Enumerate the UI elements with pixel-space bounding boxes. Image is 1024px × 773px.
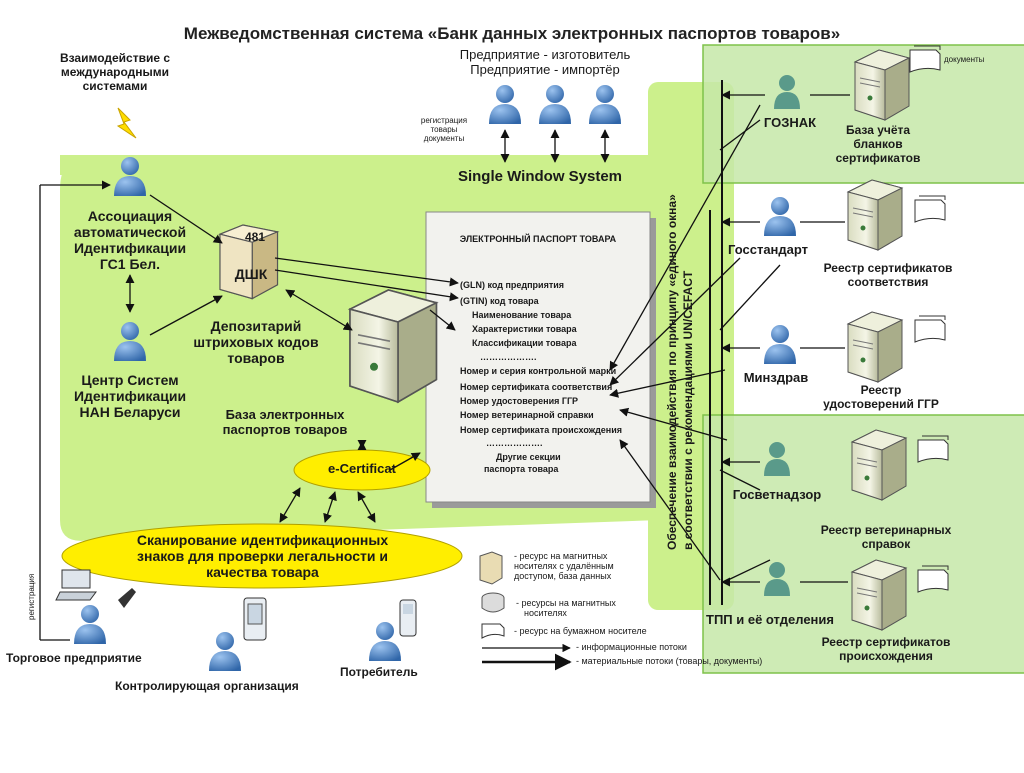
person-control-icon: [209, 632, 241, 671]
agency-goznak: ГОЗНАК: [763, 115, 817, 130]
gosstandart-paper-icon: [914, 195, 946, 223]
flow-arrows: [39, 90, 850, 641]
tpp-paper-icon: [917, 565, 949, 593]
gosvet-server-icon: [851, 429, 907, 501]
person-minzdrav-icon: [764, 325, 796, 364]
person-consumer-icon: [369, 622, 401, 661]
passport-line: ……………….: [480, 352, 537, 362]
passport-db-server-icon: [349, 289, 438, 403]
electronic-passport: ЭЛЕКТРОННЫЙ ПАСПОРТ ТОВАРА (GLN) код пре…: [426, 212, 650, 502]
lightning-icon: [116, 107, 137, 139]
laptop-icon: [55, 569, 97, 601]
ecert-label: e-Certificat: [328, 461, 396, 476]
passport-header: ЭЛЕКТРОННЫЙ ПАСПОРТ ТОВАРА: [459, 234, 617, 244]
consumer-label: Потребитель: [340, 665, 418, 679]
passport-line: Характеристики товара: [472, 324, 577, 334]
person-trade-icon: [74, 605, 106, 644]
passport-line: Номер и серия контрольной марки: [460, 366, 617, 376]
passport-line: Номер ветеринарной справки: [460, 410, 594, 420]
passport-line: Классификации товара: [472, 338, 577, 348]
scanning-ellipse: [61, 523, 463, 589]
passport-line: Номер сертификата происхождения: [460, 425, 623, 435]
depository-code: 481: [244, 230, 266, 244]
passport-line: (GTIN) код товара: [460, 296, 539, 306]
passport-line: Номер удостоверения ГГР: [460, 396, 579, 406]
person-gosstandart-icon: [764, 197, 796, 236]
gosvet-paper-icon: [917, 435, 949, 463]
tpp-server-icon: [851, 559, 907, 631]
band-line-2: в соответствии с рекомендациями UN/CEFAC…: [681, 270, 695, 550]
agency-gosvet: Госветнадзор: [732, 487, 822, 502]
depository-name: ДШК: [234, 266, 268, 282]
goznak-doc-label: документы: [944, 55, 985, 64]
legend-material: - материальные потоки (товары, документы…: [576, 656, 763, 666]
control-label: Контролирующая организация: [115, 679, 299, 693]
page-title: Межведомственная система «Банк данных эл…: [183, 24, 841, 43]
registration-vertical: регистрация: [27, 574, 36, 620]
person-manufacturer-1-icon: [489, 85, 521, 124]
agency-tpp: ТПП и её отделения: [706, 612, 834, 627]
agency-minzdrav: Минздрав: [743, 370, 809, 385]
legend-shapes: [479, 551, 572, 671]
gosstandart-server-icon: [847, 179, 903, 251]
goznak-server-icon: [854, 49, 910, 121]
single-window-label: Single Window System: [457, 168, 623, 185]
pda-icon: [243, 597, 267, 641]
passport-line: Номер сертификата соответствия: [460, 382, 613, 392]
passport-line: Наименование товара: [472, 310, 572, 320]
person-manufacturer-2-icon: [539, 85, 571, 124]
phone-icon: [399, 599, 417, 637]
minzdrav-server-icon: [847, 311, 903, 383]
legend-paper: - ресурс на бумажном носителе: [514, 626, 647, 636]
dshk-server-icon: [218, 224, 280, 300]
legend-info: - информационные потоки: [576, 642, 687, 652]
goznak-paper-icon: [909, 45, 941, 73]
agency-gosstandart: Госстандарт: [728, 242, 809, 257]
passport-line: Другие секции: [496, 452, 561, 462]
scanner-icon: [118, 588, 136, 608]
passport-line: паспорта товара: [484, 464, 559, 474]
passport-frame: [425, 211, 656, 508]
band-line-1: Обеспечение взаимодействия по принципу «…: [665, 194, 679, 550]
passport-line: (GLN) код предприятия: [460, 280, 565, 290]
trade-label: Торговое предприятие: [6, 651, 142, 665]
person-manufacturer-3-icon: [589, 85, 621, 124]
passport-line: ……………….: [486, 438, 543, 448]
minzdrav-paper-icon: [914, 315, 946, 343]
